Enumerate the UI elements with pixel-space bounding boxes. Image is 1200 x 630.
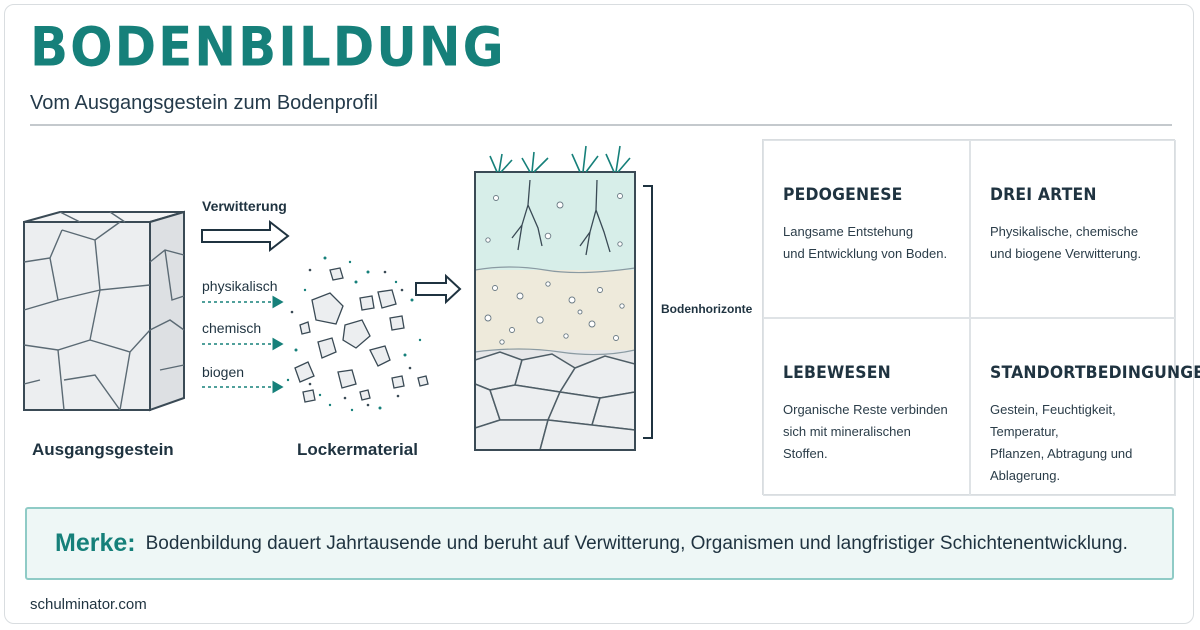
soil-formation-diagram (23, 145, 653, 451)
soil-horizons-label: Bodenhorizonte (661, 302, 753, 316)
note-box: Merke: Bodenbildung dauert Jahrtausende … (25, 507, 1174, 580)
card-title: STANDORTBEDINGUNGEN (990, 363, 1200, 383)
bedrock-label: Ausgangsgestein (32, 440, 174, 459)
bedrock-cube-illustration (23, 210, 185, 412)
soil-profile-illustration (474, 145, 636, 451)
weathering-arrow-icon (201, 219, 290, 253)
card-title: LEBEWESEN (783, 363, 891, 383)
note-text: Bodenbildung dauert Jahrtausende und ber… (145, 532, 1128, 554)
card-text: Organische Reste verbinden sich mit mine… (783, 402, 948, 461)
card-pedogenesis: PEDOGENESE Langsame Entstehung und Entwi… (763, 140, 970, 318)
loose-material-illustration (294, 267, 429, 403)
info-card-grid: PEDOGENESE Langsame Entstehung und Entwi… (762, 139, 1200, 496)
page-title: BODENBILDUNG (30, 16, 506, 79)
weathering-type-arrows (202, 295, 284, 394)
page-frame (4, 4, 1194, 624)
card-text: Gestein, Feuchtigkeit, Temperatur, Pflan… (990, 402, 1133, 483)
weathering-label: Verwitterung (202, 198, 287, 214)
card-site-conditions: STANDORTBEDINGUNGEN Gestein, Feuchtigkei… (970, 318, 1200, 496)
loose-particles (286, 256, 422, 412)
horizon-bracket (643, 185, 653, 439)
footer-site-name: schulminator.com (30, 596, 147, 613)
loose-material-label: Lockermaterial (297, 440, 418, 459)
header-divider (30, 124, 1172, 126)
loose-grains (290, 268, 412, 407)
note-label: Merke: (55, 529, 136, 557)
card-title: PEDOGENESE (783, 185, 903, 205)
weathering-type-physical: physikalisch (202, 278, 278, 294)
card-title: DREI ARTEN (990, 185, 1097, 205)
weathering-type-biogenic: biogen (202, 364, 245, 380)
weathering-type-chemical: chemisch (202, 320, 262, 336)
profile-arrow-icon (415, 273, 462, 305)
page-subtitle: Vom Ausgangsgestein zum Bodenprofil (30, 92, 378, 114)
card-three-types: DREI ARTEN Physikalische, chemische und … (970, 140, 1176, 318)
card-text: Physikalische, chemische und biogene Ver… (990, 224, 1142, 261)
card-organisms: LEBEWESEN Organische Reste verbinden sic… (763, 318, 970, 496)
card-text: Langsame Entstehung und Entwicklung von … (783, 224, 948, 261)
grass-icon (489, 145, 631, 173)
